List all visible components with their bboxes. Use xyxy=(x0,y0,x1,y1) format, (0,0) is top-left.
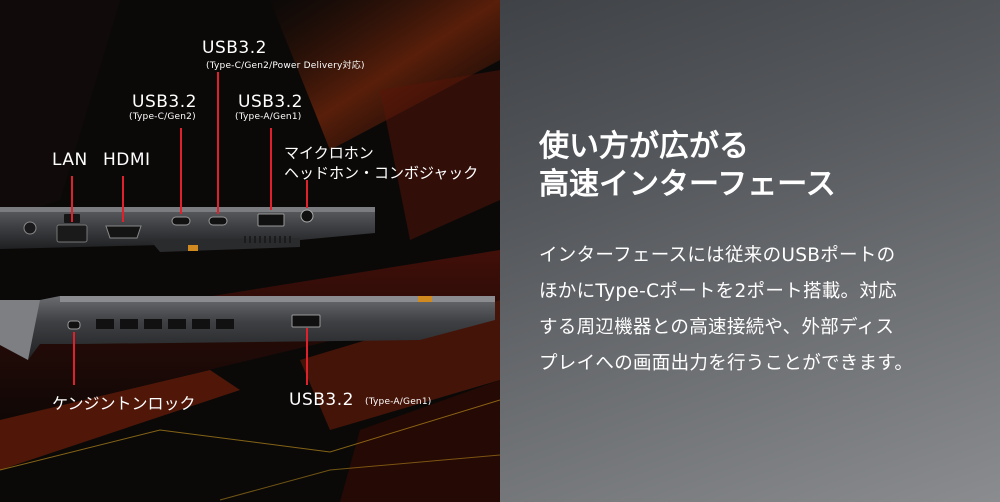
body-text: インターフェースには従来のUSBポートの ほかにType-Cポートを2ポート搭載… xyxy=(539,238,979,382)
usb-c-pd-label: USB3.2 xyxy=(202,38,267,58)
laptop-ports-image: USB3.2 (Type-C/Gen2/Power Delivery対応) US… xyxy=(0,0,500,502)
usb-a-top-spec: (Type-A/Gen1) xyxy=(235,112,302,122)
usb-c-spec: (Type-C/Gen2) xyxy=(129,112,196,122)
kensington-lock-label: ケンジントンロック xyxy=(52,394,196,413)
text-panel xyxy=(500,0,1000,502)
laptop-side-views xyxy=(0,0,500,502)
mic-label-line2: ヘッドホン・コンボジャック xyxy=(284,164,479,182)
lan-label: LAN xyxy=(52,150,88,170)
body-line2: ほかにType-Cポートを2ポート搭載。対応 xyxy=(539,281,897,302)
usb-c-label: USB3.2 xyxy=(132,92,197,112)
usb-a-top-label: USB3.2 xyxy=(238,92,303,112)
body-line1: インターフェースには従来のUSBポートの xyxy=(539,245,896,266)
headline: 使い方が広がる 高速インターフェース xyxy=(539,128,836,204)
headline-line2: 高速インターフェース xyxy=(539,167,836,202)
usb-a-bottom-spec: (Type-A/Gen1) xyxy=(365,397,432,407)
usb-c-pd-spec: (Type-C/Gen2/Power Delivery対応) xyxy=(206,61,365,71)
body-line3: する周辺機器との高速接続や、外部ディス xyxy=(539,317,895,338)
hdmi-label: HDMI xyxy=(103,150,151,170)
usb-a-bottom-label: USB3.2 xyxy=(289,390,354,410)
body-line4: プレイへの画面出力を行うことができます。 xyxy=(539,353,914,374)
mic-label-line1: マイクロホン xyxy=(284,144,374,162)
headline-line1: 使い方が広がる xyxy=(539,129,749,164)
